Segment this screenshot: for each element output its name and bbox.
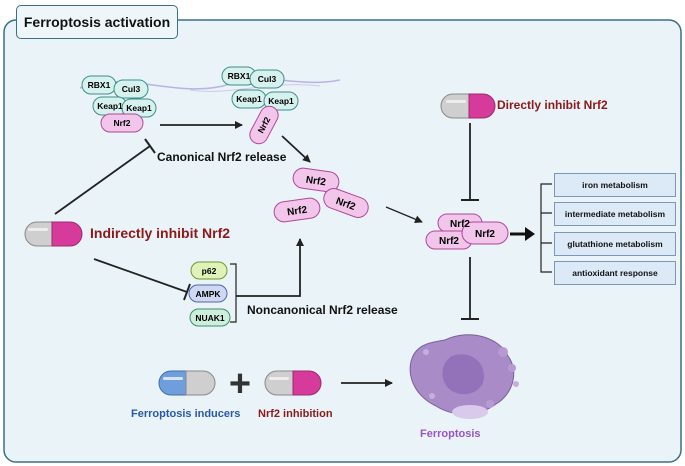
keap1-complex-right: Nrf2 RBX1 Cul3 Keap1 Keap1 [221,66,299,145]
nrf2-label: Nrf2 [113,118,130,128]
keap1-label: Keap1 [126,103,152,113]
metabolism-box-intermediate: intermediate metabolism [554,202,676,226]
direct-inhibit-label: Directly inhibit Nrf2 [497,98,608,112]
ampk-label: AMPK [195,289,221,299]
metabolism-arrowhead [525,227,535,241]
nuak1-protein [189,308,231,327]
indirect-inhibit-label: Indirectly inhibit Nrf2 [90,225,231,241]
nrf2-label: Nrf2 [450,219,470,230]
p62-label: p62 [202,266,217,276]
noncanonical-release-label: Noncanonical Nrf2 release [247,303,398,317]
metabolism-bracket [540,183,552,273]
indirect-inhibitor-pill-icon [24,221,83,247]
nrf2-label: Nrf2 [475,229,495,240]
kinase-bracket [230,263,237,323]
nrf2-protein [100,113,144,133]
nrf2-inhibition-label: Nrf2 inhibition [258,408,333,420]
rbx1-label: RBX1 [228,71,251,81]
nuclear-nrf2-cluster: Nrf2 Nrf2 Nrf2 [425,213,509,250]
canonical-release-label: Canonical Nrf2 release [157,150,287,164]
nrf2-label: Nrf2 [439,236,459,247]
keap1-protein [263,91,299,111]
keap1-complex-left: RBX1 Cul3 Keap1 Keap1 Nrf2 [81,75,157,133]
metabolism-box-glutathione: glutathione metabolism [554,232,676,256]
nuak1-label: NUAK1 [195,313,225,323]
cul3-label: Cul3 [122,84,141,94]
nrf2-label: Nrf2 [305,175,327,189]
nrf2-protein [292,167,340,193]
rbx1-label: RBX1 [88,80,111,90]
cul3-label: Cul3 [258,74,277,84]
cul3-protein [113,79,149,99]
keap1-label: Keap1 [268,96,294,106]
indirect-inhibit-noncanonical-line [93,258,188,293]
nrf2-protein [461,221,509,245]
direct-inhibitor-pill-icon [440,93,496,119]
nrf2-protein [323,188,369,218]
nrf2-label: Nrf2 [287,205,309,219]
panel-title: Ferroptosis activation [16,5,178,39]
nrf2-protein [273,197,321,223]
nrf2-protein [249,105,279,145]
ferroptosis-inducers-label: Ferroptosis inducers [131,408,241,420]
ferroptosis-label: Ferroptosis [420,428,481,440]
ferroptosis-inducer-pill-icon [158,370,216,396]
p62-protein [190,261,228,280]
ampk-protein [188,284,228,303]
noncanonical-arrow [236,238,304,297]
keap1-label: Keap1 [97,101,123,111]
free-nrf2-cluster: Nrf2 Nrf2 Nrf2 [273,167,369,223]
indirect-inhibit-canonical-line [54,145,151,215]
noncanonical-kinases: p62 AMPK NUAK1 [188,261,231,327]
cul3-protein [249,69,285,89]
ferroptotic-cell-icon [409,334,519,419]
membrane-line-2 [189,84,321,92]
main-panel [3,19,682,463]
indirect-inhibit-canonical-bar [144,138,156,154]
metabolism-box-iron: iron metabolism [554,173,676,197]
release-arrow [281,135,311,163]
keap1-label: Keap1 [236,94,262,104]
nuclear-translocation-arrow [385,206,423,223]
metabolism-box-antioxidant: antioxidant response [554,261,676,285]
nrf2-inhibitor-pill-icon [264,370,322,396]
indirect-inhibit-noncanonical-bar [183,283,191,301]
plus-sign: + [229,363,251,405]
